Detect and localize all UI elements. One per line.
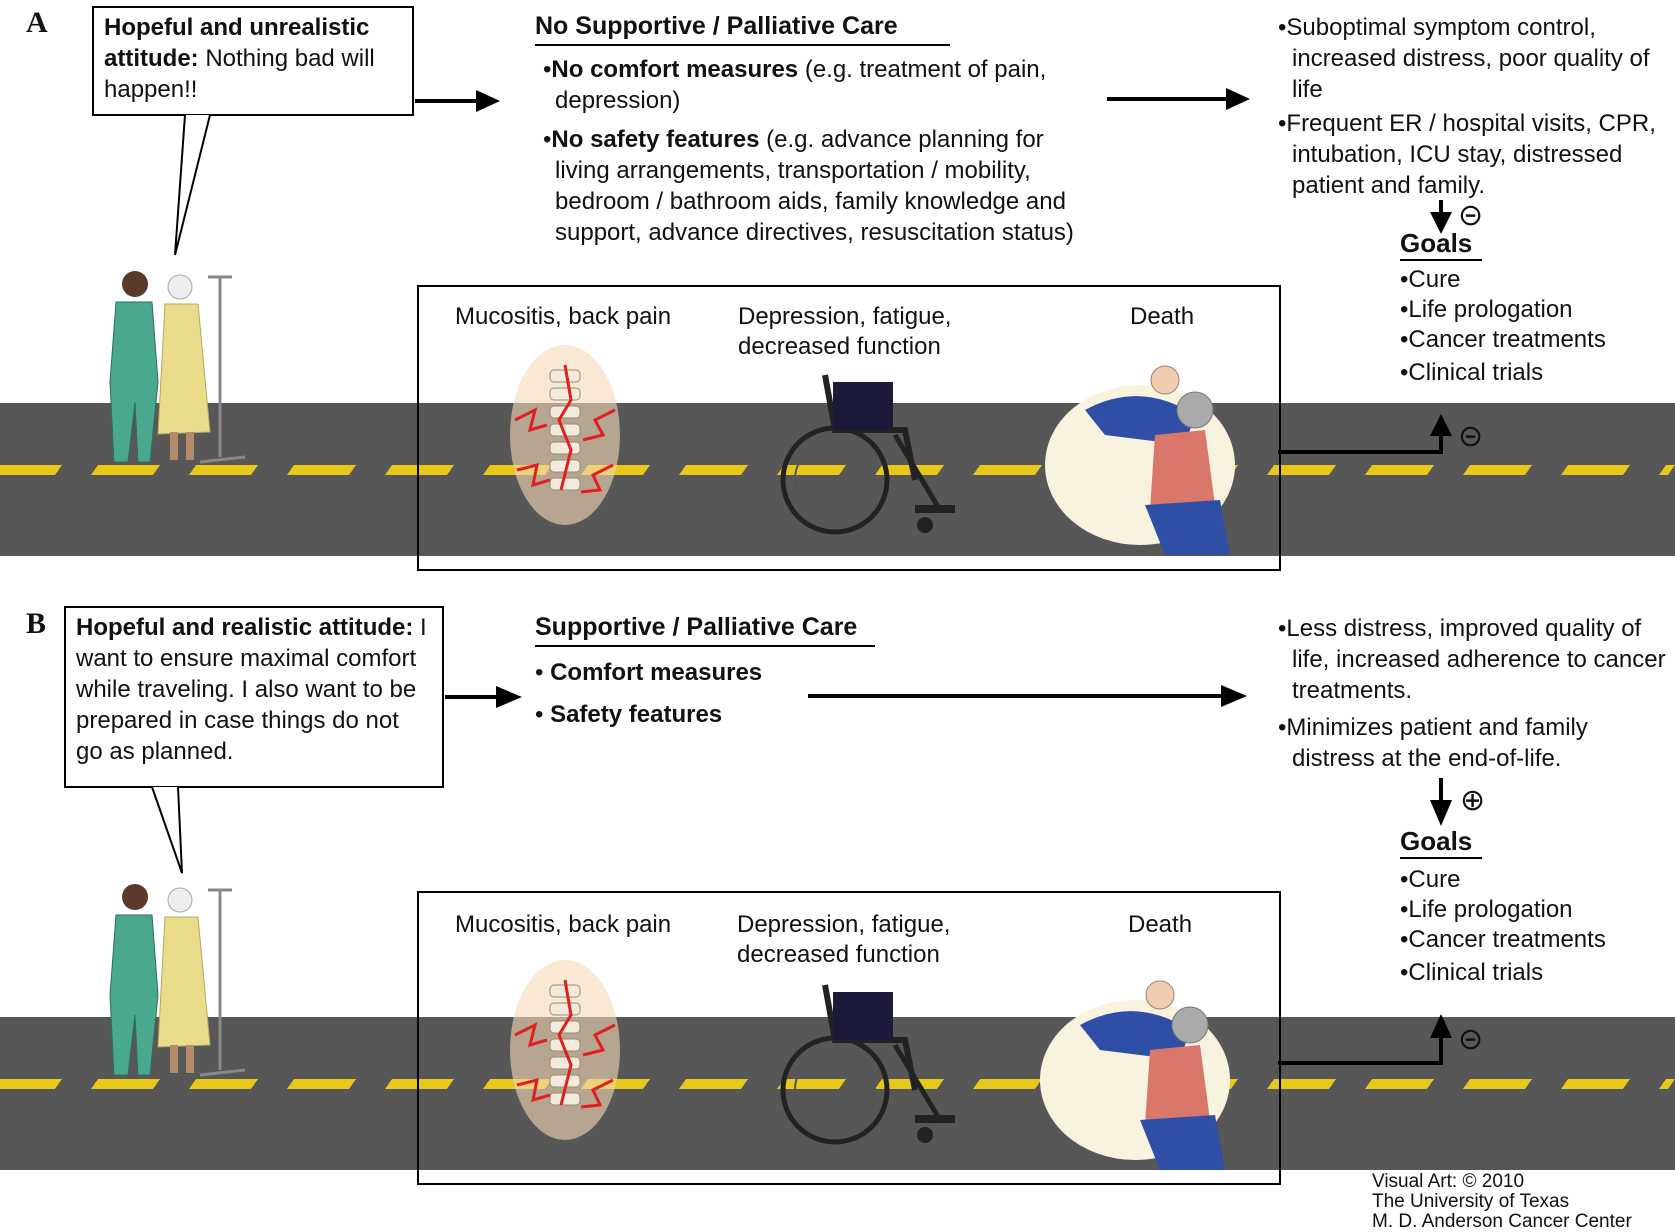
trajectory-box [417,891,1281,1185]
attitude-bold: Hopeful and realistic attitude: [76,614,414,641]
minus-sign-icon: ⊝ [1458,420,1484,453]
care-bullet-text: (e.g. treatment of pain, depression) [555,56,1047,114]
trajectory-box [417,285,1281,571]
care-title: No Supportive / Palliative Care [535,12,950,46]
outcome-item: •Minimizes patient and family distress a… [1278,714,1588,772]
credit-line: M. D. Anderson Cancer Center [1372,1211,1632,1232]
attitude-speech-bubble: Hopeful and realistic attitude: I want t… [64,606,444,788]
goal-item: •Life prologation [1400,296,1573,323]
credit-line: Visual Art: © 2010 [1372,1171,1525,1192]
event-label: Death [1128,911,1193,938]
deathbed-illustration [1040,980,1230,1170]
attitude-text: Nothing bad will happen!! [104,45,375,103]
wheelchair-illustration [780,374,955,535]
attitude-text: I want to ensure maximal comfort while t… [76,614,427,765]
attitude-bold: Hopeful and unrealistic attitude: [104,14,370,72]
credit-line: The University of Texas [1372,1191,1570,1212]
goals-section: Goals •Cure •Life prologation •Cancer tr… [1400,826,1660,988]
care-section: Supportive / Palliative Care • Comfort m… [535,613,955,730]
outcome-item: •Suboptimal symptom control, increased d… [1278,14,1650,103]
care-bullet-bold: Safety features [550,701,723,728]
event-label: Depression, fatigue, decreased function [737,911,951,968]
care-bullet-bold: Comfort measures [550,659,763,686]
spine-pain-illustration [510,960,620,1140]
care-bullet: • Safety features [535,701,723,728]
patient-and-caregiver-illustration [109,271,246,464]
event-label: Depression, fatigue, decreased function [738,303,952,360]
wheelchair-illustration [780,984,955,1145]
event-label: Death [1130,303,1195,330]
goals-title: Goals [1400,826,1483,859]
minus-sign-icon: ⊝ [1458,199,1484,232]
outcomes: •Suboptimal symptom control, increased d… [1278,12,1668,201]
event-label: Mucositis, back pain [455,303,672,330]
care-bullet: •No safety features (e.g. advance planni… [543,126,1074,246]
spine-pain-illustration [510,345,620,525]
deathbed-illustration [1045,365,1235,555]
care-title: Supportive / Palliative Care [535,613,875,647]
outcome-item: •Frequent ER / hospital visits, CPR, int… [1278,110,1656,199]
goal-item: •Clinical trials [1400,359,1544,386]
goal-item: •Cancer treatments [1400,326,1606,353]
outcome-item: •Less distress, improved quality of life… [1278,615,1666,704]
care-bullet-bold: No safety features [551,126,760,153]
care-bullet-bold: No comfort measures [551,56,799,83]
goal-item: •Clinical trials [1400,959,1544,986]
goal-item: •Cancer treatments [1400,926,1606,953]
patient-and-caregiver-illustration [109,884,246,1077]
image-credit: Visual Art: © 2010 The University of Tex… [1372,1172,1632,1232]
minus-sign-icon: ⊝ [1458,1023,1484,1056]
goals-section: Goals •Cure •Life prologation •Cancer tr… [1400,228,1660,388]
goals-title: Goals [1400,228,1483,261]
panel-b-label: B [26,607,47,640]
care-bullet: •No comfort measures (e.g. treatment of … [543,56,1047,114]
event-label: Mucositis, back pain [455,911,672,938]
care-section: No Supportive / Palliative Care •No comf… [535,12,1105,248]
goal-item: •Life prologation [1400,896,1573,923]
attitude-speech-bubble: Hopeful and unrealistic attitude: Nothin… [92,6,414,116]
care-bullet-text: (e.g. advance planning for living arrang… [555,126,1074,246]
goal-item: •Cure [1400,266,1461,293]
care-bullet: • Comfort measures [535,659,763,686]
plus-sign-icon: ⊕ [1460,784,1486,817]
panel-a-label: A [26,6,48,39]
outcomes: •Less distress, improved quality of life… [1278,613,1668,774]
goal-item: •Cure [1400,866,1461,893]
